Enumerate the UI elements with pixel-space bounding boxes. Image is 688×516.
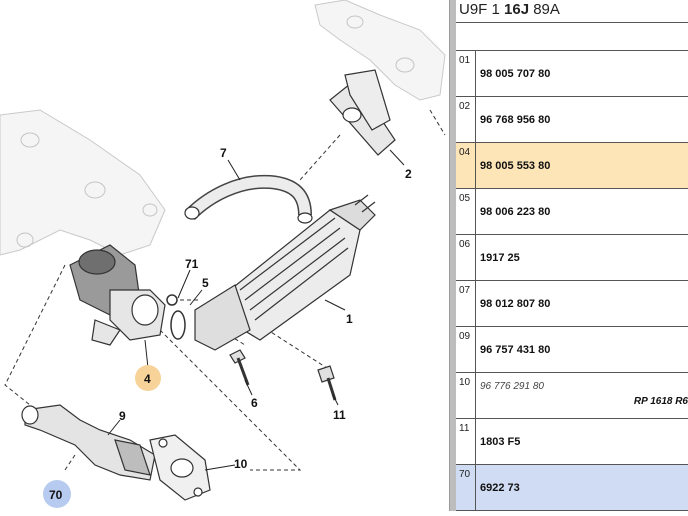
- part-row-06[interactable]: 06 1917 25: [456, 235, 688, 281]
- egr-cooler-part-1: [194, 194, 376, 351]
- parts-list-panel: U9F 1 16J 89A 01 98 005 707 80 02 96 768 95…: [456, 0, 688, 511]
- part-reference[interactable]: 1803 F5: [480, 436, 521, 448]
- part-index: 09: [456, 327, 476, 372]
- part-index: 04: [456, 143, 476, 188]
- part-reference[interactable]: 96 776 291 80: [480, 381, 544, 392]
- egr-valve-part-4: [69, 244, 166, 346]
- part-row-02[interactable]: 02 96 768 956 80: [456, 97, 688, 143]
- callout-7[interactable]: 7: [220, 146, 227, 160]
- part-row-10[interactable]: 10 96 776 291 80 RP 1618 R6: [456, 373, 688, 419]
- gasket-part-2: [329, 69, 396, 156]
- callout-71[interactable]: 71: [185, 257, 199, 271]
- part-index: 10: [456, 373, 476, 418]
- part-row-70[interactable]: 70 6922 73: [456, 465, 688, 511]
- parts-diagram: 1 2 4 5 6 7 9 10 11 70 71: [0, 0, 446, 508]
- part-index: 07: [456, 281, 476, 326]
- engine-code-header: U9F 1 16J 89A: [456, 0, 688, 23]
- part-row-01[interactable]: 01 98 005 707 80: [456, 51, 688, 97]
- seal-part-5: [166, 294, 186, 340]
- panel-divider[interactable]: [449, 0, 456, 511]
- part-reference[interactable]: 96 768 956 80: [480, 114, 551, 126]
- part-row-05[interactable]: 05 98 006 223 80: [456, 189, 688, 235]
- part-row-11[interactable]: 11 1803 F5: [456, 419, 688, 465]
- bolt-part-11: [317, 365, 337, 401]
- callout-6[interactable]: 6: [251, 396, 258, 410]
- part-index: 11: [456, 419, 476, 464]
- callout-4[interactable]: 4: [144, 372, 151, 386]
- callout-2[interactable]: 2: [405, 167, 412, 181]
- callout-4-highlight: [135, 365, 161, 391]
- callout-70[interactable]: 70: [49, 488, 63, 502]
- part-reference[interactable]: 98 006 223 80: [480, 206, 551, 218]
- header-prefix: U9F 1: [459, 1, 505, 18]
- callout-70-highlight: [43, 480, 71, 508]
- callout-5[interactable]: 5: [202, 276, 209, 290]
- callout-9[interactable]: 9: [119, 409, 126, 423]
- part-index: 70: [456, 465, 476, 510]
- callout-1[interactable]: 1: [346, 312, 353, 326]
- header-blank-row: [456, 23, 688, 51]
- part-note: RP 1618 R6: [633, 396, 688, 407]
- part-reference[interactable]: 1917 25: [480, 252, 520, 264]
- header-bold: 16J: [504, 1, 530, 18]
- part-index: 05: [456, 189, 476, 234]
- callout-11[interactable]: 11: [333, 408, 346, 422]
- part-reference[interactable]: 6922 73: [480, 482, 520, 494]
- part-index: 02: [456, 97, 476, 142]
- part-index: 06: [456, 235, 476, 280]
- part-index: 01: [456, 51, 476, 96]
- bolt-part-6: [229, 349, 250, 386]
- part-reference[interactable]: 98 005 707 80: [480, 68, 551, 80]
- callout-10[interactable]: 10: [234, 457, 248, 471]
- part-row-04[interactable]: 04 98 005 553 80: [456, 143, 688, 189]
- pipe-part-7: [184, 174, 313, 224]
- flange-part-10: [149, 434, 211, 501]
- part-reference[interactable]: 98 012 807 80: [480, 298, 551, 310]
- header-suffix: 89A: [529, 1, 560, 18]
- pipe-part-9: [21, 404, 156, 481]
- part-row-09[interactable]: 09 96 757 431 80: [456, 327, 688, 373]
- part-reference[interactable]: 98 005 553 80: [480, 160, 551, 172]
- part-reference[interactable]: 96 757 431 80: [480, 344, 551, 356]
- part-row-07[interactable]: 07 98 012 807 80: [456, 281, 688, 327]
